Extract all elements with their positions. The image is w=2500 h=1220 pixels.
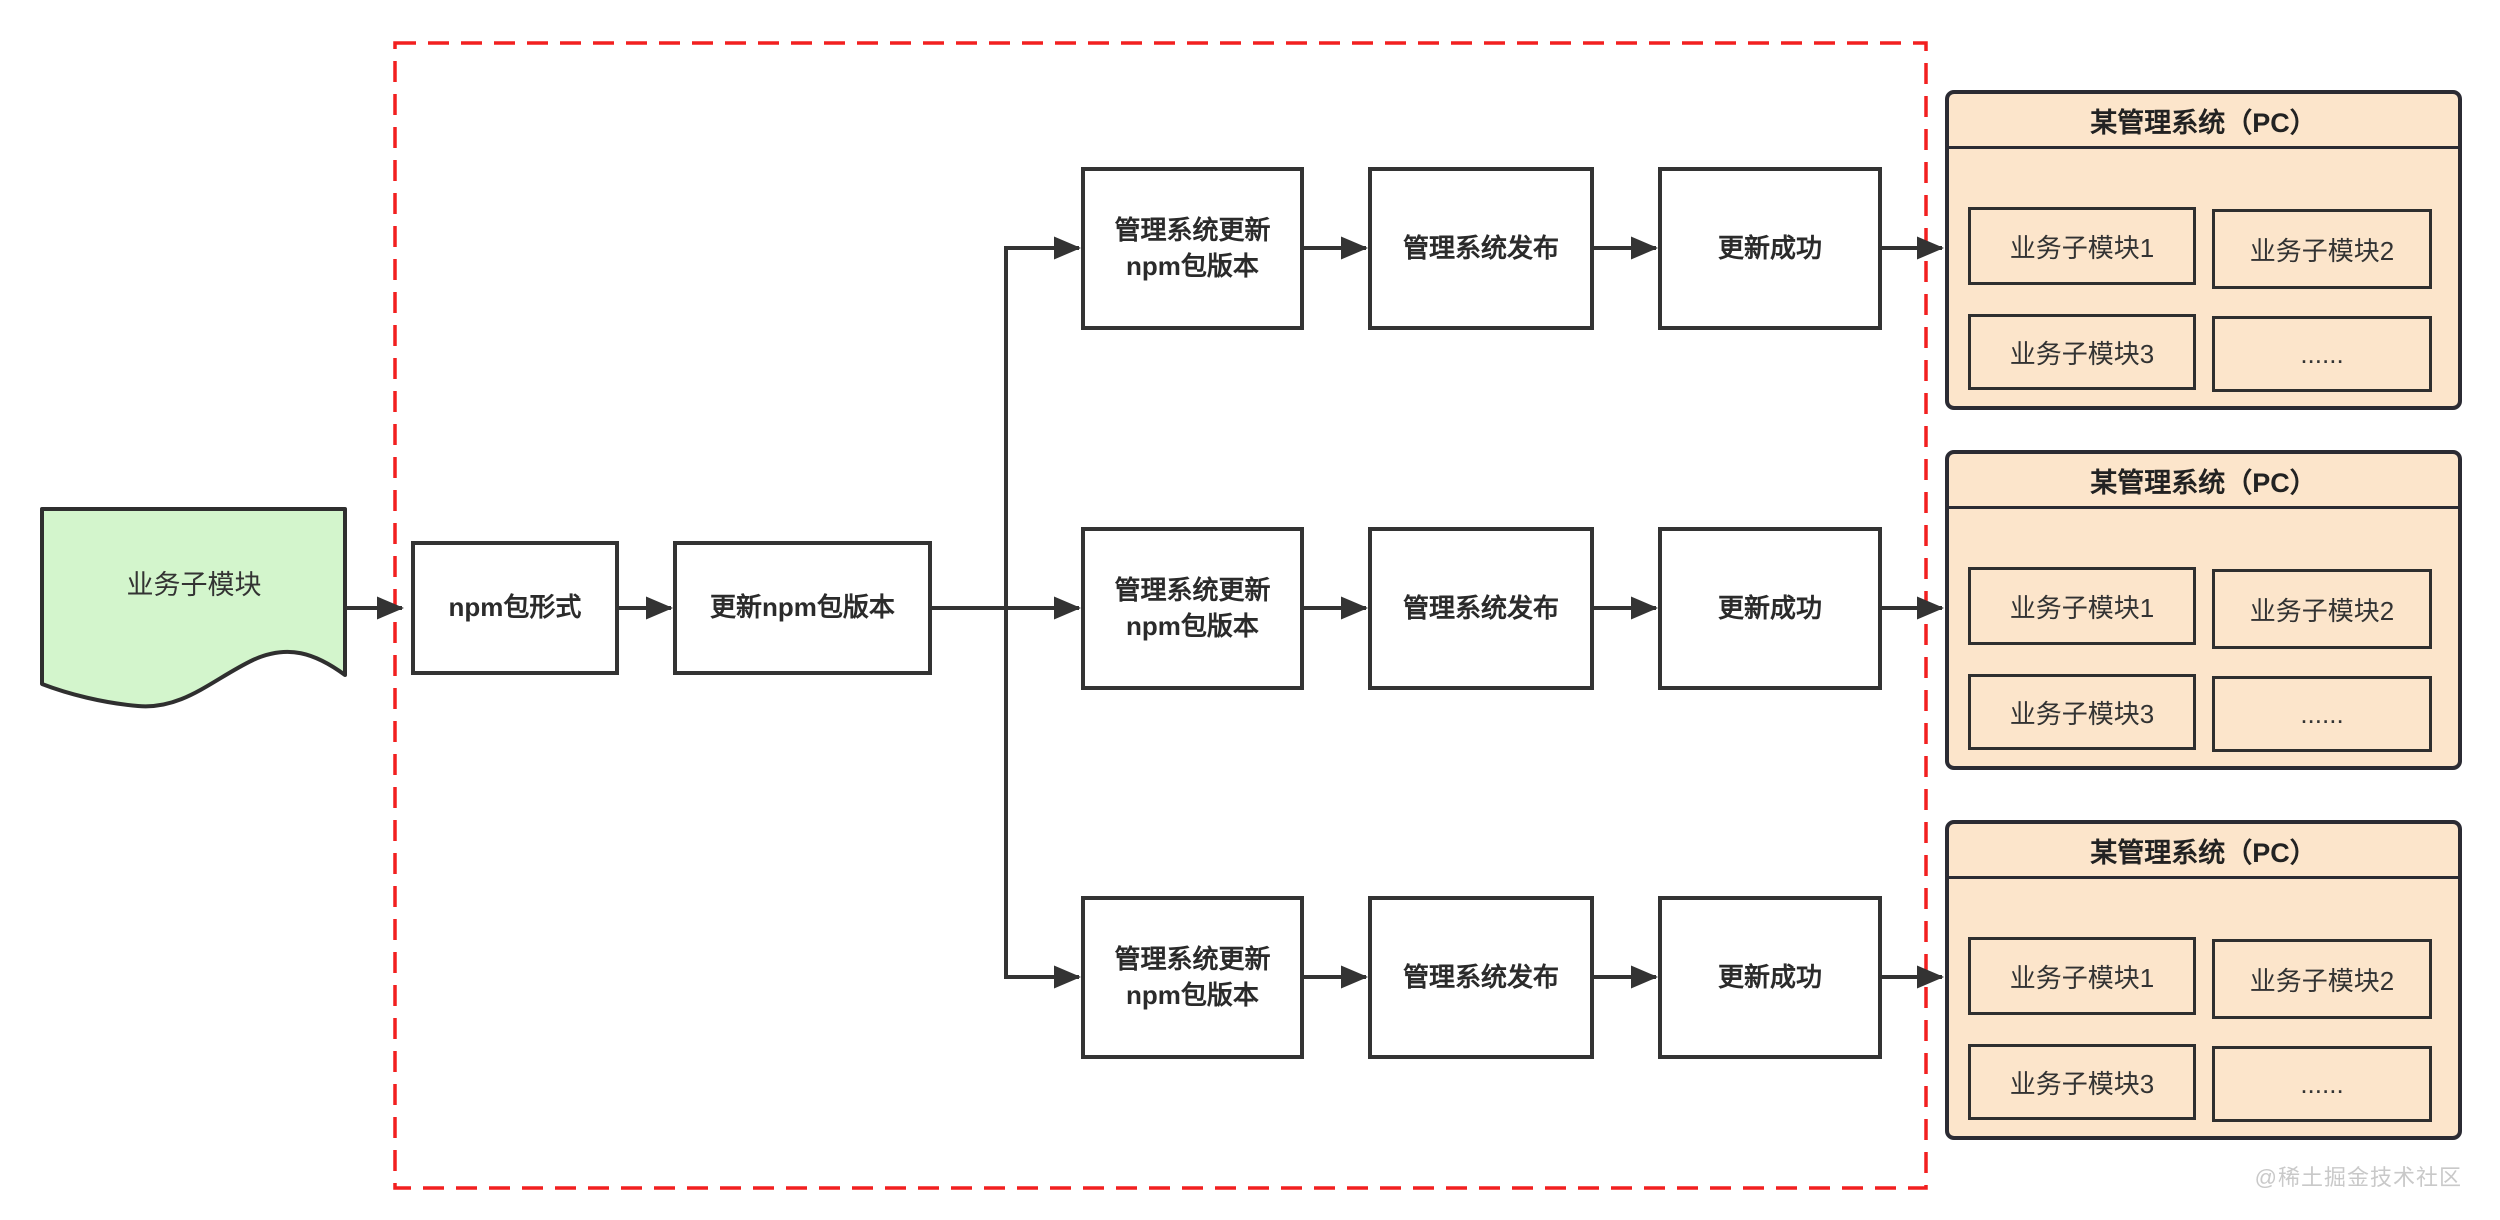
module-box: 业务子模块1 — [1968, 937, 2196, 1015]
module-box: 业务子模块3 — [1968, 1044, 2196, 1120]
module-box: 业务子模块3 — [1968, 674, 2196, 750]
module-box: 业务子模块3 — [1968, 314, 2196, 390]
node-update-success-row3: 更新成功 — [1658, 896, 1882, 1059]
node-system-publish-row3: 管理系统发布 — [1368, 896, 1594, 1059]
node-npm-package-form: npm包形式 — [411, 541, 619, 675]
system-panel-2: 某管理系统（PC） 业务子模块1 业务子模块2 业务子模块3 ...... — [1945, 450, 2462, 770]
module-box: ...... — [2212, 316, 2432, 392]
module-box: ...... — [2212, 676, 2432, 752]
module-box: 业务子模块2 — [2212, 939, 2432, 1019]
module-box: 业务子模块1 — [1968, 207, 2196, 285]
node-update-success-row1: 更新成功 — [1658, 167, 1882, 330]
module-box: 业务子模块2 — [2212, 569, 2432, 649]
flow-arrows — [346, 236, 1944, 989]
panel-title: 某管理系统（PC） — [1949, 94, 2458, 149]
node-system-update-npm-row1: 管理系统更新 npm包版本 — [1081, 167, 1304, 330]
node-system-publish-row1: 管理系统发布 — [1368, 167, 1594, 330]
node-update-npm-version: 更新npm包版本 — [673, 541, 932, 675]
document-shape — [40, 507, 347, 709]
system-panel-3: 某管理系统（PC） 业务子模块1 业务子模块2 业务子模块3 ...... — [1945, 820, 2462, 1140]
node-system-update-npm-row2: 管理系统更新 npm包版本 — [1081, 527, 1304, 690]
system-panel-1: 某管理系统（PC） 业务子模块1 业务子模块2 业务子模块3 ...... — [1945, 90, 2462, 410]
module-box: ...... — [2212, 1046, 2432, 1122]
panel-title: 某管理系统（PC） — [1949, 824, 2458, 879]
dashed-boundary-box — [393, 41, 1928, 1190]
module-box: 业务子模块2 — [2212, 209, 2432, 289]
panel-title: 某管理系统（PC） — [1949, 454, 2458, 509]
node-system-publish-row2: 管理系统发布 — [1368, 527, 1594, 690]
module-box: 业务子模块1 — [1968, 567, 2196, 645]
source-document-label: 业务子模块 — [126, 569, 262, 600]
node-update-success-row2: 更新成功 — [1658, 527, 1882, 690]
watermark-text: @稀土掘金技术社区 — [2254, 1165, 2462, 1190]
node-system-update-npm-row3: 管理系统更新 npm包版本 — [1081, 896, 1304, 1059]
